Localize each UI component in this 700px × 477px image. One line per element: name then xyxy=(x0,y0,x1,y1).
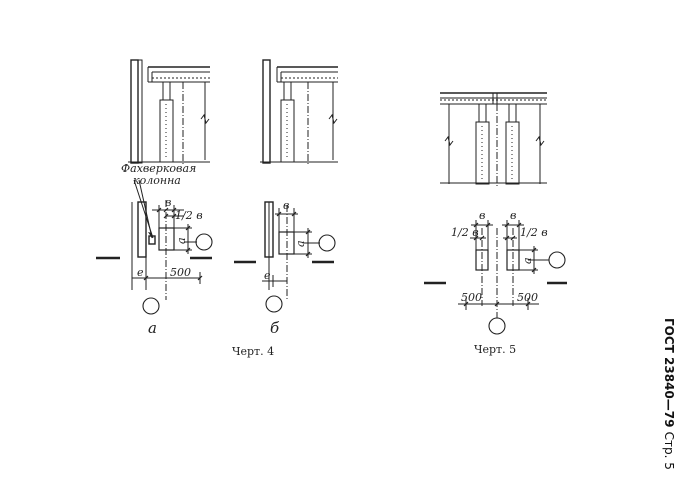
callout-line-2: колонна xyxy=(133,174,181,187)
dim-a: а xyxy=(521,257,534,264)
dim-half-b: 1/2 в xyxy=(451,226,479,239)
fig4a-elevation xyxy=(128,59,210,165)
fig5-elevation xyxy=(440,92,547,188)
fig4b-elevation xyxy=(260,59,338,165)
standard-number: ГОСТ 23840—79 xyxy=(662,318,676,428)
figure-5-caption: Черт. 5 xyxy=(474,343,517,356)
subfigure-label-a: а xyxy=(148,319,157,337)
dimension-labels: в 1/2 в а е 500 в а е в в 1/2 в 1/2 в а … xyxy=(137,196,548,304)
dim-500: 500 xyxy=(517,291,538,304)
dim-b: в xyxy=(165,196,171,209)
dim-a: а xyxy=(294,240,307,247)
dim-b: в xyxy=(283,199,289,212)
axis-markers xyxy=(142,233,566,335)
dim-b: в xyxy=(479,209,485,222)
callout-label: Фахверковая колонна xyxy=(121,162,196,187)
figure-4-caption: Черт. 4 xyxy=(232,345,275,358)
dim-e: е xyxy=(137,266,144,279)
page-header: ГОСТ 23840—79 Стр. 5 xyxy=(662,318,676,470)
dim-b: в xyxy=(510,209,516,222)
dim-half-b: 1/2 в xyxy=(520,226,548,239)
dim-500: 500 xyxy=(170,266,191,279)
page-number: Стр. 5 xyxy=(662,431,676,470)
dim-500: 500 xyxy=(461,291,482,304)
fig4b-plan xyxy=(234,201,334,300)
dim-half-b: 1/2 в xyxy=(175,209,203,222)
dimension-ticks xyxy=(143,207,537,307)
fig4a-plan xyxy=(96,179,212,300)
dim-a: а xyxy=(175,237,188,244)
subfigure-label-b: б xyxy=(270,319,280,337)
dim-e: е xyxy=(264,269,271,282)
callout-line-1: Фахверковая xyxy=(121,162,196,175)
